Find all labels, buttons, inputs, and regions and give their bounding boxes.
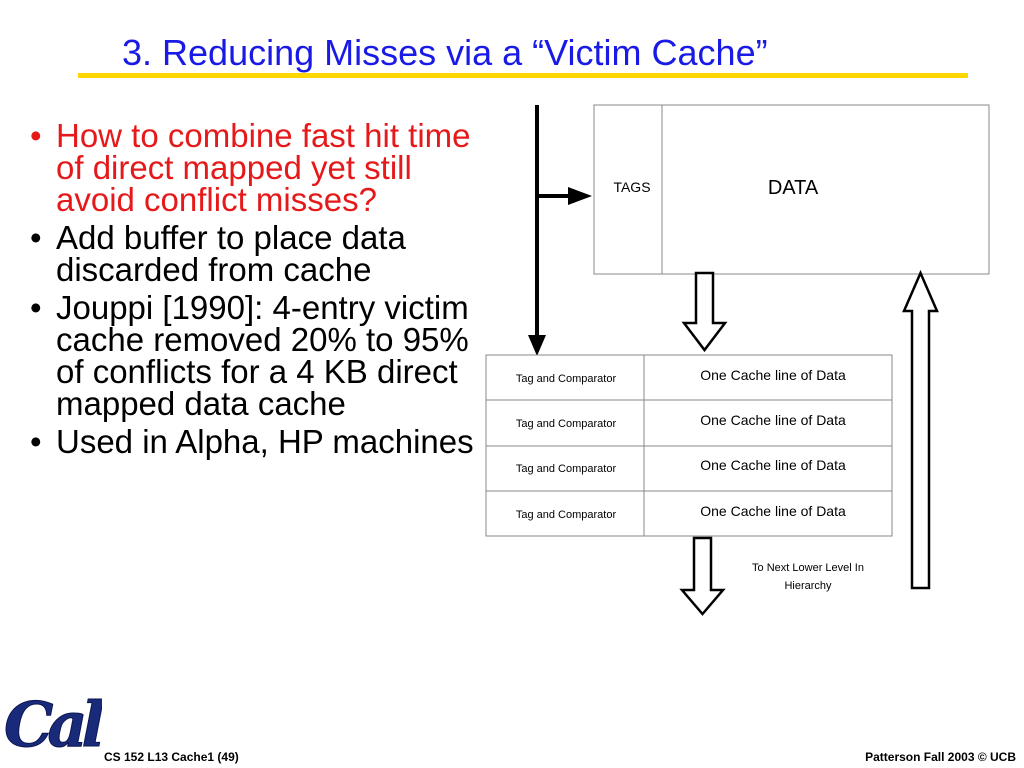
cal-logo-icon: Cal — [4, 688, 103, 762]
victim-data-cell: One Cache line of Data — [700, 367, 846, 383]
bullet-item: • Used in Alpha, HP machines — [28, 423, 488, 460]
bullet-text: Add buffer to place data discarded from … — [56, 219, 406, 288]
victim-tag-cell: Tag and Comparator — [516, 418, 617, 430]
bullet-list: • How to combine fast hit time of direct… — [28, 117, 488, 464]
svg-text:Cal: Cal — [4, 688, 102, 761]
bullet-text: Used in Alpha, HP machines — [56, 423, 474, 460]
bullet-item: • Jouppi [1990]: 4-entry victim cache re… — [28, 289, 488, 422]
footer-course-label: CS 152 L13 Cache1 (49) — [104, 750, 239, 764]
victim-data-cell: One Cache line of Data — [700, 503, 846, 519]
tags-label: TAGS — [613, 179, 650, 195]
refill-arrow-icon — [902, 269, 939, 590]
victim-tag-cell: Tag and Comparator — [516, 509, 617, 521]
next-level-label: To Next Lower Level In — [752, 562, 864, 574]
data-label: DATA — [768, 177, 819, 199]
right-arrow-icon — [568, 187, 592, 205]
victim-tag-cell: Tag and Comparator — [516, 463, 617, 475]
footer-copyright: Patterson Fall 2003 © UCB — [865, 750, 1016, 764]
victim-data-cell: One Cache line of Data — [700, 412, 846, 428]
bullet-icon: • — [30, 423, 42, 460]
slide-title: 3. Reducing Misses via a “Victim Cache” — [122, 32, 768, 73]
bullet-item: • Add buffer to place data discarded fro… — [28, 219, 488, 288]
bullet-text: Jouppi [1990]: 4-entry victim cache remo… — [56, 289, 469, 422]
bullet-icon: • — [30, 289, 42, 326]
title-underline — [78, 73, 968, 78]
victim-data-cell: One Cache line of Data — [700, 457, 846, 473]
bullet-item: • How to combine fast hit time of direct… — [28, 117, 488, 218]
bullet-icon: • — [30, 117, 42, 154]
victim-tag-cell: Tag and Comparator — [516, 373, 617, 385]
bullet-text: How to combine fast hit time of direct m… — [56, 117, 471, 218]
next-level-arrow-icon — [679, 536, 726, 616]
down-arrow-icon — [528, 335, 546, 356]
evict-arrow-icon — [681, 271, 728, 353]
main-cache-box — [593, 104, 990, 275]
bullet-icon: • — [30, 219, 42, 256]
next-level-label: Hierarchy — [784, 580, 832, 592]
